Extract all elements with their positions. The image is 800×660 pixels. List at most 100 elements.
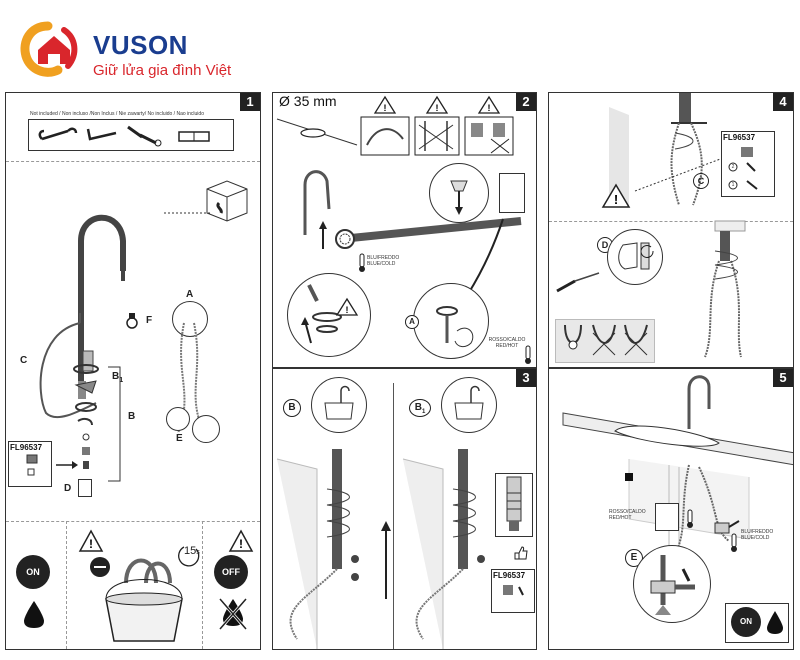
screwdriver-icon	[556, 272, 600, 293]
cold-label: BLU/FREDDO BLUE/COLD	[367, 255, 400, 267]
countertop-hole	[276, 118, 358, 146]
step-number: 3	[516, 369, 536, 387]
mounting-bar	[335, 217, 522, 249]
step-num-1: 1	[731, 182, 735, 188]
faucet-body-box	[499, 173, 525, 213]
panel-step-4: 4 ! C FL96537 2 1 D	[548, 92, 794, 368]
on-label: ON	[740, 617, 752, 626]
faucet-shank	[670, 93, 707, 206]
cold-valve-icon	[714, 520, 740, 534]
no-water-drop-icon	[218, 598, 248, 630]
not-included-text: Not included / Non incluso /Non Inclus /…	[30, 111, 204, 117]
bracket-detail	[618, 242, 654, 270]
cold-thermometer-icon	[359, 253, 365, 272]
faucet-base-detail	[450, 180, 468, 215]
warning-icon: !	[78, 529, 104, 552]
warning-icon: !	[228, 529, 254, 552]
hot-thermometer-icon	[687, 509, 693, 528]
label-A: A	[405, 315, 419, 329]
part-D-box	[78, 479, 92, 497]
code-label: FL96537	[723, 133, 756, 142]
under-sink-install-B	[276, 449, 359, 649]
detail-circle-A	[413, 283, 489, 359]
on-label: ON	[26, 567, 40, 577]
bracket-B	[108, 366, 121, 482]
small-parts	[73, 364, 99, 469]
step-num-2: 2	[731, 164, 735, 170]
on-button	[731, 607, 761, 637]
tools-box	[28, 119, 234, 151]
clip-icon	[126, 313, 138, 329]
label-D: D	[64, 483, 72, 494]
code-parts	[26, 454, 38, 476]
code-box-FL96537	[8, 441, 52, 487]
on-button	[16, 555, 50, 589]
bucket-illustration	[90, 557, 183, 642]
svg-text:!: !	[614, 192, 618, 207]
code-label: FL96537	[493, 571, 526, 580]
panel-step-3: 3 B B1 FL96537	[272, 368, 537, 650]
brand-slogan: Giữ lửa gia đình Việt	[93, 62, 232, 79]
panel-step-5: 5 ROSSO/CALDO RED/HOT BLU/FREDDO BLUE/CO…	[548, 368, 794, 650]
shank-with-hoses	[704, 220, 746, 358]
step-number: 1	[240, 93, 260, 111]
off-button	[214, 555, 248, 589]
water-drop-icon	[24, 601, 44, 628]
dotted-leader	[634, 154, 732, 192]
timer-icon	[178, 546, 200, 567]
washer-detail: !	[301, 284, 359, 344]
code-parts	[728, 147, 758, 190]
cold-label: BLU/FREDDO BLUE/COLD	[741, 529, 774, 541]
detail-circle-left	[166, 407, 190, 431]
panel-step-1: 1 Not included / Non incluso /Non Inclus…	[5, 92, 261, 650]
step-number: 2	[516, 93, 536, 111]
label-E: E	[176, 433, 183, 444]
label-B: B	[128, 411, 136, 422]
step-number: 5	[773, 369, 793, 387]
detail-circle-E	[192, 415, 220, 443]
hand-install-detail	[436, 306, 474, 348]
dotted-leader	[164, 212, 212, 214]
svg-text:!: !	[488, 103, 491, 113]
spirit-level-icon	[178, 131, 210, 142]
step-number: 4	[773, 93, 793, 111]
thumbs-up-icon	[514, 546, 528, 560]
valve-box-hot	[655, 503, 679, 531]
detail-circle-D	[607, 229, 663, 285]
warning-icon: !	[601, 183, 631, 208]
angle-valve-detail	[650, 555, 695, 615]
sink-icon	[454, 385, 484, 420]
code-parts	[503, 585, 524, 596]
svg-text:!: !	[346, 305, 349, 315]
wrench-icon	[38, 127, 78, 141]
svg-text:!: !	[239, 537, 243, 551]
box-icon	[206, 180, 248, 222]
hole-diameter: Ø 35 mm	[279, 93, 337, 109]
label-A: A	[186, 289, 194, 300]
svg-text:!: !	[436, 103, 439, 113]
under-sink-install-B1	[402, 449, 485, 649]
hose-routing-examples	[564, 324, 648, 356]
vuson-logo-icon	[20, 21, 78, 77]
off-label: OFF	[222, 567, 240, 577]
hot-thermometer-icon	[525, 345, 531, 364]
pull-out-hose	[39, 313, 97, 419]
wall-backdrop	[609, 107, 629, 207]
brand-header: VUSON Giữ lửa gia đình Việt	[18, 20, 278, 80]
brand-name: VUSON	[93, 30, 188, 60]
svg-text:!: !	[384, 103, 387, 113]
allen-key-icon	[86, 128, 117, 141]
water-drop-icon	[767, 611, 783, 634]
label-B1: B1	[112, 371, 124, 384]
code-label: FL96537	[10, 443, 43, 452]
cold-thermometer-icon	[731, 533, 737, 552]
label-B1: B1	[409, 399, 431, 417]
warning-box-1: !	[360, 95, 410, 156]
warning-box-2: !	[414, 95, 460, 156]
hot-label: ROSSO/CALDO RED/HOT	[488, 337, 526, 349]
label-F: F	[146, 315, 153, 326]
faucet-drawing	[78, 214, 126, 399]
timer-value: 15s	[184, 545, 200, 557]
label-B: B	[283, 399, 301, 417]
panel-step-2: 2 Ø 35 mm ! ! !	[272, 92, 537, 368]
